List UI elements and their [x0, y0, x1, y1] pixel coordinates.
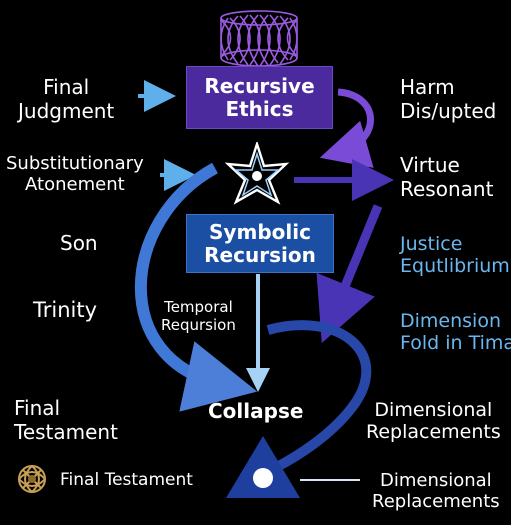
curve-temporal-to-triangle [266, 320, 372, 473]
arrow-ethics-to-star [319, 88, 374, 168]
symbolic-recursion-box: Symbolic Recursion [186, 214, 334, 273]
label-substitutionary-atonement: Substitutionary Atonement [6, 153, 144, 196]
label-final-judgment: Final Judgment [18, 75, 115, 123]
star-heptagram-icon [224, 142, 290, 205]
label-temporal-recursion: Temporal Reqursion [161, 298, 236, 334]
triangle-circle-icon [226, 436, 300, 498]
arrow-virtue-to-temporal [316, 204, 383, 343]
label-harm-disrupted: Harm Dis/upted [400, 75, 497, 123]
arrow-star-to-collapse [134, 162, 258, 412]
label-final-testament: Final Testament [14, 396, 118, 444]
gold-knot-icon [17, 464, 47, 494]
label-dimensional-replacements-1: Dimensional Replacements [366, 399, 501, 444]
label-dimensional-fold: Dimension Fold in Tima [400, 310, 511, 355]
label-dimensional-replacements-2: Dimensional Replacements [372, 470, 500, 513]
label-son: Son [60, 231, 98, 255]
recursive-ethics-box: Recursive Ethics [186, 66, 333, 129]
mesh-torus-icon [220, 10, 298, 67]
label-justice-equilibrium: Justice Equtlibrium [400, 233, 510, 278]
label-collapse: Collapse [208, 399, 304, 423]
label-final-testament-footer: Final Testament [60, 470, 193, 490]
label-trinity: Trinity [33, 298, 98, 322]
label-virtue-resonant: Virtue Resonant [400, 153, 494, 201]
